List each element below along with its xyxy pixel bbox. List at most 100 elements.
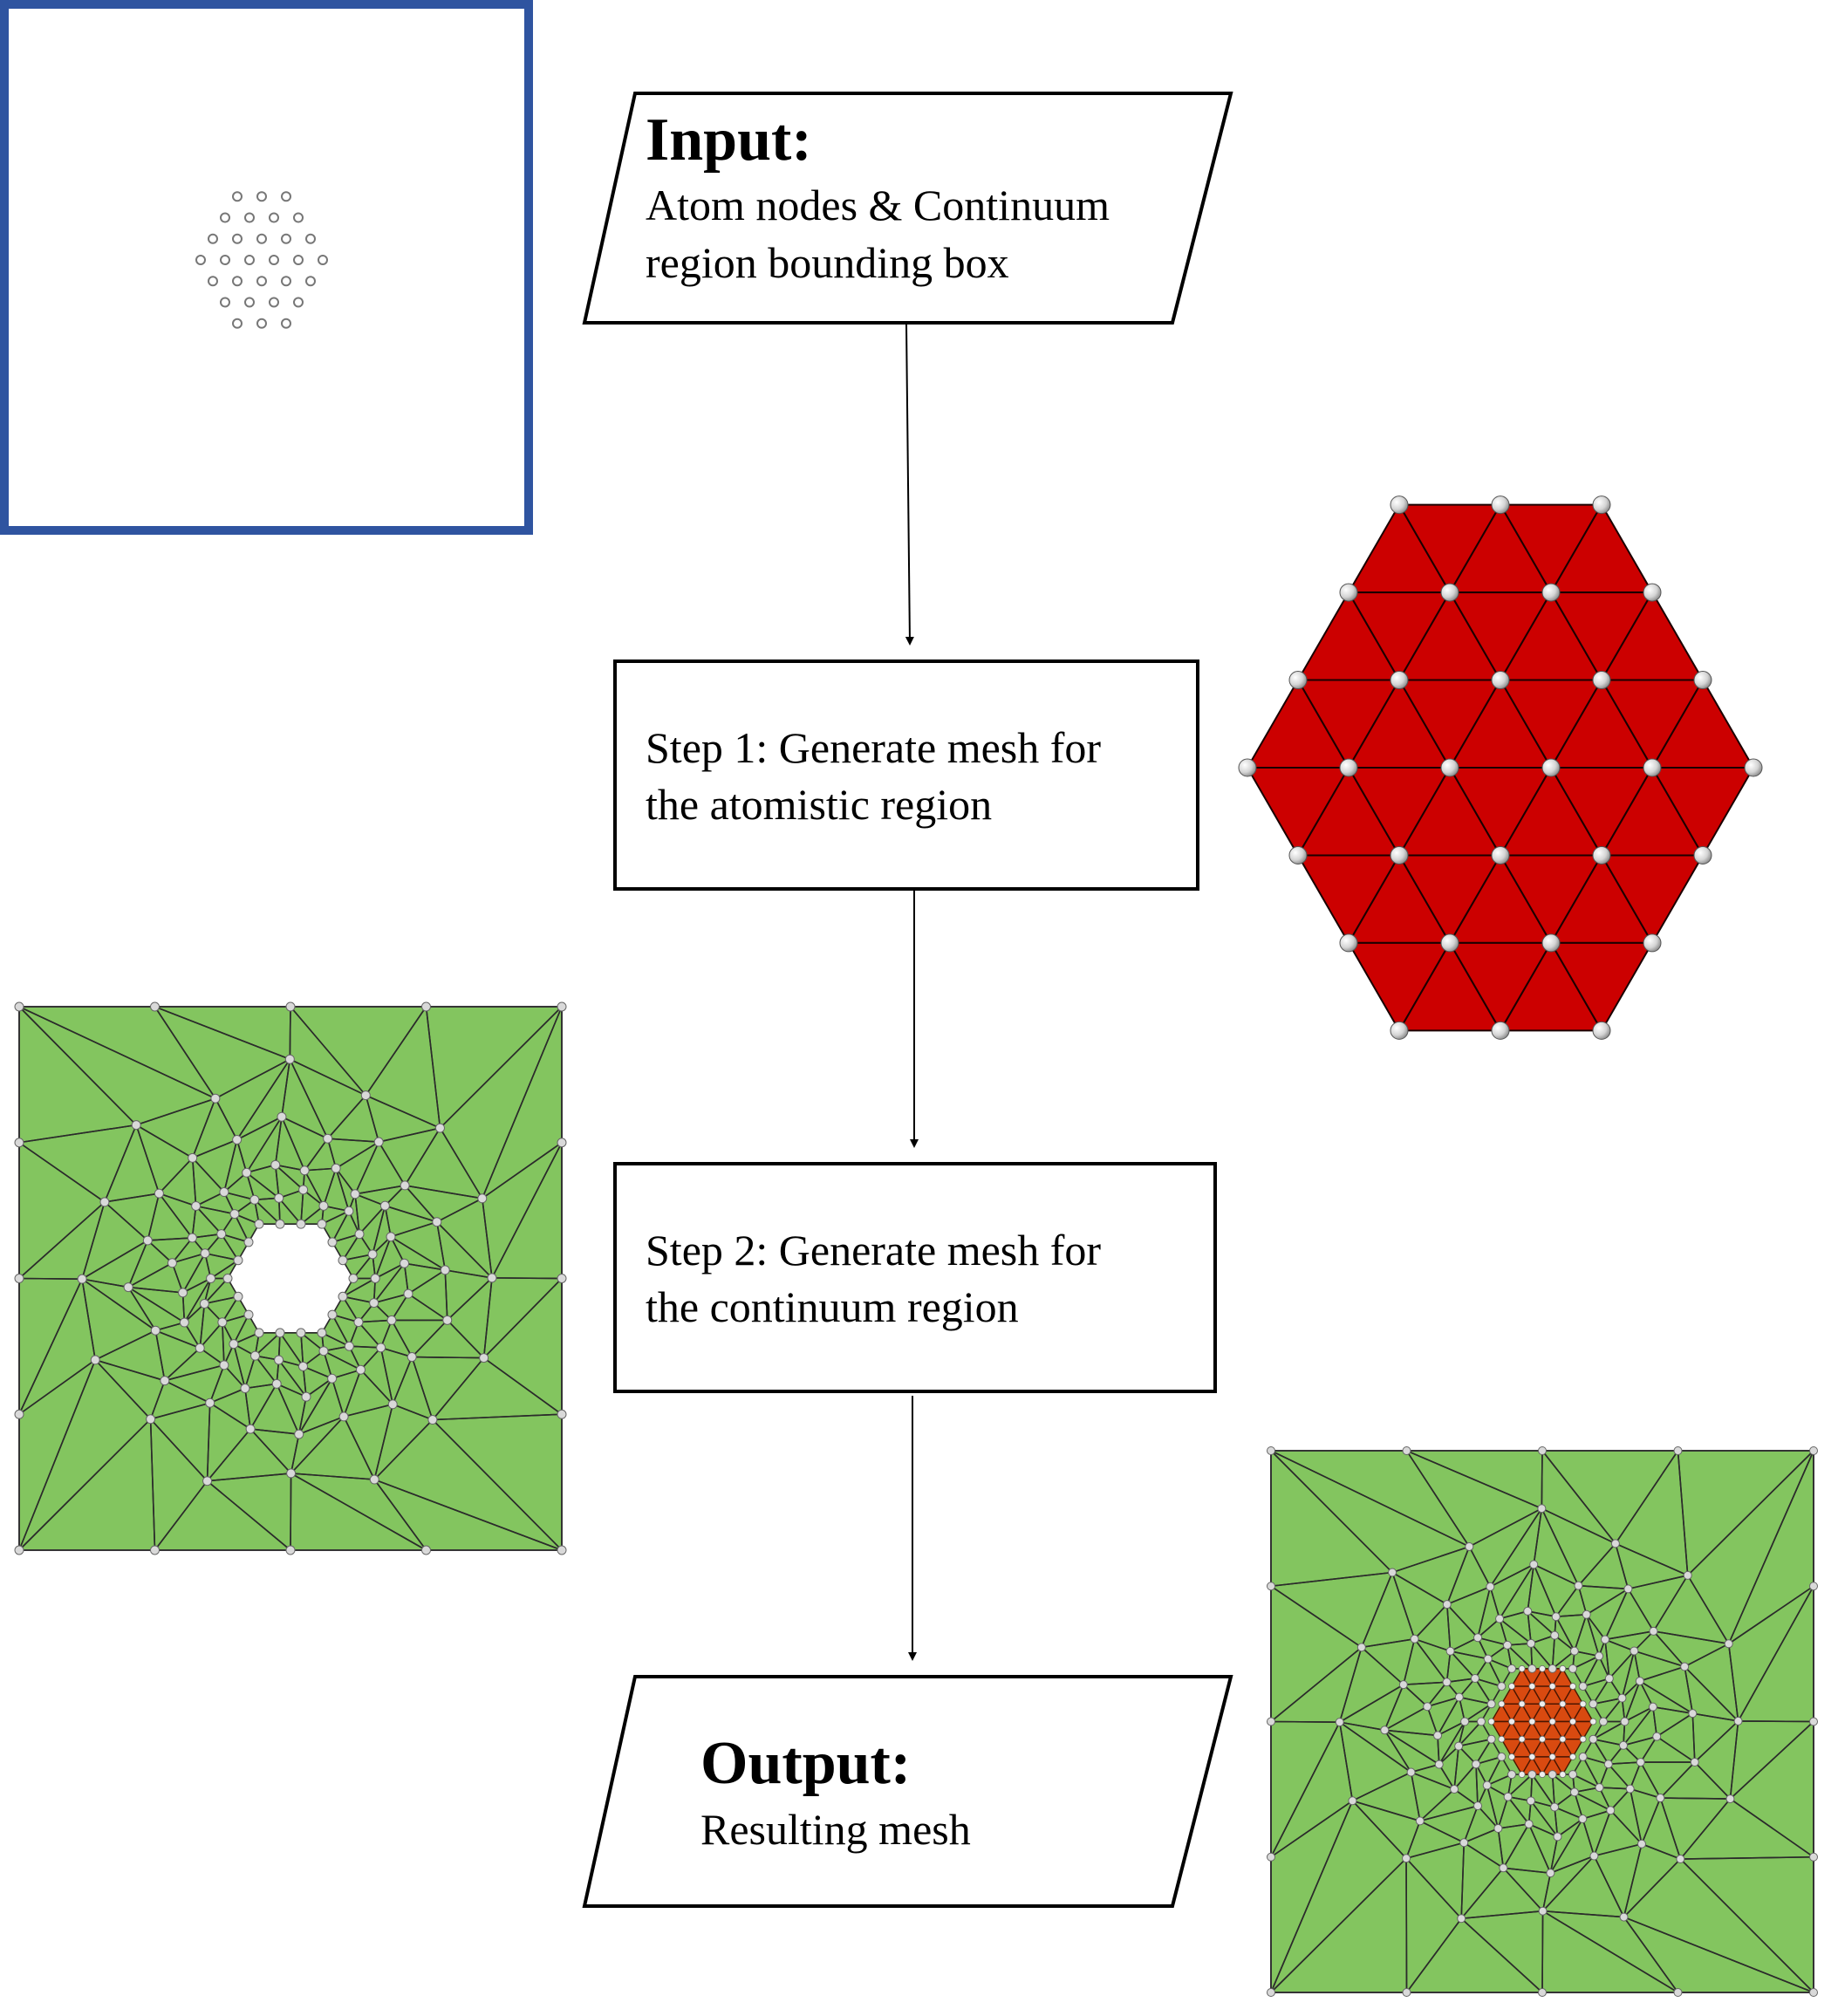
mesh-node — [1635, 1677, 1644, 1686]
step1-line-1: Step 1: Generate mesh for — [646, 723, 1101, 772]
mesh-node — [350, 1189, 360, 1199]
atom-node — [293, 212, 304, 223]
mesh-node — [1491, 495, 1510, 515]
mesh-node — [327, 1309, 338, 1320]
mesh-node — [407, 1352, 417, 1363]
mesh-node — [1288, 671, 1308, 690]
mesh-node — [285, 1001, 296, 1012]
mesh-node — [1550, 1802, 1560, 1812]
mesh-node — [427, 1415, 438, 1425]
mesh-node — [219, 1187, 229, 1198]
mesh-node — [200, 1248, 210, 1259]
mesh-node — [254, 1219, 264, 1229]
mesh-node — [317, 1219, 327, 1229]
mesh-node — [249, 1350, 260, 1361]
mesh-node — [1440, 583, 1459, 602]
mesh-node — [432, 1217, 442, 1227]
atom-node — [269, 297, 279, 308]
mesh-node — [1673, 1988, 1683, 1997]
mesh-node — [1548, 1753, 1556, 1760]
mesh-node — [286, 1468, 297, 1479]
mesh-node — [202, 1476, 213, 1486]
mesh-node — [1553, 1832, 1562, 1842]
mesh-node — [205, 1398, 215, 1408]
mesh-node — [1630, 1646, 1639, 1656]
arrow-input-to-step1 — [905, 324, 914, 646]
mesh-node — [1486, 1734, 1496, 1744]
mesh-node — [154, 1188, 164, 1199]
mesh-node — [1339, 583, 1358, 602]
mesh-node — [1486, 1699, 1496, 1709]
mesh-node — [1524, 1819, 1534, 1828]
mesh-node — [274, 1355, 284, 1365]
mesh-node — [1527, 1638, 1536, 1648]
atom-node — [269, 255, 279, 265]
mesh-node — [206, 1274, 216, 1283]
mesh-node — [1493, 1824, 1503, 1834]
mesh-edge — [1270, 1584, 1363, 1724]
mesh-node — [195, 1343, 205, 1353]
input-parallelogram — [582, 92, 1233, 325]
mesh-node — [1569, 1753, 1576, 1760]
mesh-node — [1502, 1640, 1512, 1650]
mesh-node — [179, 1317, 189, 1328]
atom-node — [232, 276, 243, 287]
mesh-node — [1690, 1757, 1699, 1767]
atom-node — [244, 297, 255, 308]
mesh-node — [1498, 1700, 1506, 1708]
mesh-node — [1809, 1988, 1818, 1997]
mesh-node — [1518, 1664, 1526, 1672]
atom-node — [244, 255, 255, 265]
mesh-node — [1656, 1794, 1665, 1803]
mesh-node — [270, 1159, 281, 1170]
output-line-1: Resulting mesh — [700, 1805, 971, 1854]
atom-node — [281, 233, 291, 244]
core-triangle — [1571, 1720, 1595, 1741]
mesh-node — [557, 1545, 567, 1555]
mesh-node — [1402, 1446, 1411, 1455]
mesh-node — [338, 1255, 348, 1266]
mesh-node — [1433, 1731, 1443, 1740]
mesh-node — [1454, 1741, 1464, 1751]
mesh-node — [1559, 1664, 1567, 1672]
mesh-node — [242, 1167, 252, 1178]
mesh-node — [1568, 1664, 1577, 1673]
mesh-node — [275, 1219, 285, 1229]
step1-box — [613, 659, 1199, 891]
mesh-node — [199, 1298, 209, 1309]
mesh-node — [298, 1361, 309, 1371]
mesh-node — [1454, 1692, 1464, 1702]
step2-line-2: the continuum region — [646, 1282, 1019, 1331]
mesh-node — [14, 1138, 24, 1148]
mesh-node — [1415, 1816, 1425, 1826]
mesh-node — [299, 1165, 310, 1176]
mesh-node — [1539, 1700, 1546, 1708]
mesh-node — [1601, 1635, 1610, 1644]
mesh-node — [1518, 1771, 1526, 1779]
mesh-node — [440, 1265, 450, 1275]
mesh-node — [1348, 1796, 1357, 1806]
mesh-node — [233, 1255, 243, 1266]
mesh-node — [210, 1093, 221, 1104]
mesh-node — [1339, 933, 1358, 953]
mesh-node — [1559, 1735, 1567, 1743]
mesh-node — [1548, 1664, 1557, 1673]
mesh-node — [284, 1054, 295, 1064]
mesh-node — [338, 1291, 348, 1302]
mesh-node — [1539, 1771, 1546, 1779]
mesh-node — [1491, 845, 1510, 864]
mesh-node — [1809, 1717, 1818, 1726]
mesh-node — [243, 1237, 254, 1247]
mesh-node — [1538, 1906, 1548, 1916]
mesh-node — [323, 1133, 333, 1144]
mesh-node — [1619, 1912, 1629, 1922]
mesh-node — [1693, 671, 1712, 690]
mesh-node — [1434, 1760, 1444, 1769]
mesh-node — [150, 1001, 160, 1012]
mesh-node — [360, 1090, 371, 1101]
mesh-node — [1589, 1851, 1599, 1861]
atom-node — [220, 297, 230, 308]
mesh-node — [331, 1163, 341, 1173]
